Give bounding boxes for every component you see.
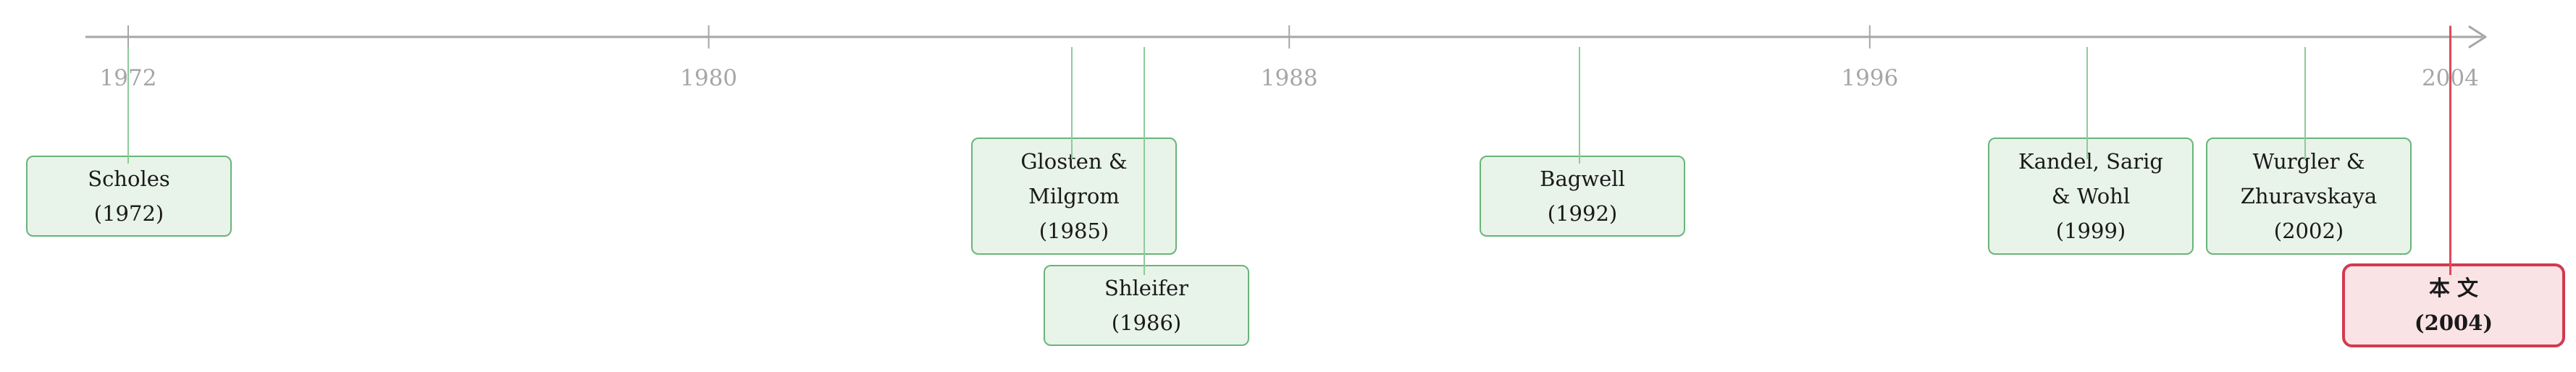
event-card-text: (1999) xyxy=(2055,219,2126,243)
axis-tick-label: 1988 xyxy=(1261,65,1318,91)
event-card-text: Kandel, Sarig xyxy=(2018,149,2163,174)
event-card-text: (2004) xyxy=(2414,310,2493,335)
event-card-text: (1985) xyxy=(1039,219,1109,243)
event-card-text: 本 文 xyxy=(2428,276,2479,300)
axis-tick-label: 1980 xyxy=(680,65,737,91)
event-card-shleifer: Shleifer (1986) xyxy=(1044,265,1249,346)
event-card-text: (2002) xyxy=(2273,219,2344,243)
axis-tick-label: 1996 xyxy=(1841,65,1898,91)
timeline-axis-arrow-icon xyxy=(2468,25,2487,48)
event-card-scholes: Scholes (1972) xyxy=(26,156,232,237)
event-card-text: Scholes xyxy=(88,166,170,191)
event-card-text: Bagwell xyxy=(1540,166,1625,191)
event-connector-wurgler-zhuravskaya xyxy=(2304,47,2306,159)
event-card-text: (1972) xyxy=(93,201,164,226)
event-card-text: Glosten & xyxy=(1020,149,1128,174)
event-card-text: & Wohl xyxy=(2051,184,2131,208)
event-connector-glosten-milgrom xyxy=(1070,47,1073,159)
event-card-text: (1992) xyxy=(1547,201,1618,226)
event-card-text: Milgrom xyxy=(1028,184,1120,208)
event-card-kandel-sarig-wohl: Kandel, Sarig & Wohl (1999) xyxy=(1988,138,2194,255)
event-card-text: Wurgler & xyxy=(2252,149,2365,174)
event-card-text: (1986) xyxy=(1111,310,1182,335)
event-connector-kandel-sarig-wohl xyxy=(2086,47,2089,159)
event-connector-shleifer xyxy=(1143,47,1145,275)
event-card-bagwell: Bagwell (1992) xyxy=(1480,156,1685,237)
event-card-text: Zhuravskaya xyxy=(2240,184,2378,208)
event-card-this-paper: 本 文 (2004) xyxy=(2342,263,2565,347)
event-card-text: Shleifer xyxy=(1104,276,1188,300)
event-connector-bagwell xyxy=(1579,47,1580,164)
event-connector-this-paper xyxy=(2449,26,2451,275)
event-card-wurgler-zhuravskaya: Wurgler & Zhuravskaya (2002) xyxy=(2206,138,2412,255)
event-card-glosten-milgrom: Glosten & Milgrom (1985) xyxy=(971,138,1177,255)
event-connector-scholes xyxy=(127,47,129,164)
